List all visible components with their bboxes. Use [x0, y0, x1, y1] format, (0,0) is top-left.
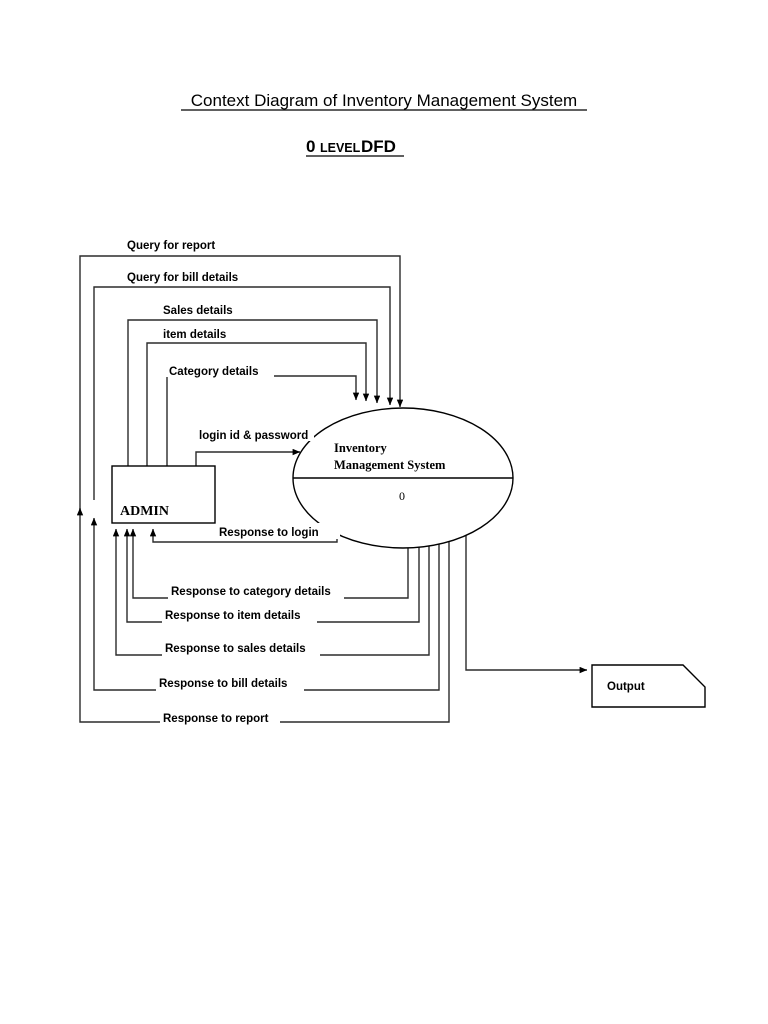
- flow-label-item-details: item details: [160, 325, 238, 341]
- flow-label-response-to-sales-text: Response to sales details: [165, 643, 306, 655]
- flow-label-response-to-login: Response to login: [216, 523, 340, 539]
- process-inventory-management-system[interactable]: Inventory Management System 0: [292, 407, 514, 549]
- flow-label-query-for-bill: Query for bill details: [124, 268, 254, 284]
- page-title: Context Diagram of Inventory Management …: [191, 91, 577, 110]
- flow-path-sales-details: [127, 319, 381, 466]
- flow-path-item-details: [146, 342, 370, 466]
- page-subtitle-group: 0 LEVEL DFD: [306, 137, 404, 157]
- page-title-group: Context Diagram of Inventory Management …: [181, 91, 587, 111]
- flow-path-login-id-password: [195, 448, 301, 466]
- flow-label-login-id-password: login id & password: [196, 426, 314, 442]
- flow-label-response-to-login-text: Response to login: [219, 527, 319, 539]
- subtitle-level-number: 0: [306, 137, 315, 156]
- flow-label-response-to-sales: Response to sales details: [162, 640, 320, 656]
- flow-label-response-to-item-text: Response to item details: [165, 610, 300, 622]
- flow-label-category-details: Category details: [166, 362, 274, 378]
- subtitle-level-word: LEVEL: [320, 141, 361, 155]
- flow-path-query-for-bill: [93, 286, 394, 500]
- entity-output-label: Output: [607, 681, 645, 693]
- process-number: 0: [399, 489, 405, 503]
- flow-label-response-to-report-text: Response to report: [163, 713, 269, 725]
- flow-path-query-for-report: [79, 255, 404, 510]
- flow-label-login-id-password-text: login id & password: [199, 430, 308, 442]
- flow-label-query-for-report: Query for report: [124, 236, 232, 252]
- flow-label-query-for-bill-text: Query for bill details: [127, 272, 238, 284]
- flow-label-response-to-item: Response to item details: [162, 607, 317, 623]
- entity-output-shape[interactable]: [591, 664, 706, 708]
- entity-admin[interactable]: ADMIN: [111, 465, 216, 524]
- flow-label-response-to-category-text: Response to category details: [171, 586, 331, 598]
- flow-label-response-to-bill-text: Response to bill details: [159, 678, 287, 690]
- flow-path-process-to-output: [465, 533, 588, 674]
- process-name-line1: Inventory: [334, 441, 388, 455]
- flow-label-response-to-report: Response to report: [160, 710, 280, 726]
- flow-label-item-details-text: item details: [163, 329, 226, 341]
- flow-label-sales-details-text: Sales details: [163, 305, 233, 317]
- entity-admin-box[interactable]: [111, 465, 216, 524]
- flow-label-category-details-text: Category details: [169, 366, 258, 378]
- flow-label-response-to-bill: Response to bill details: [156, 675, 304, 691]
- flow-label-response-to-category: Response to category details: [168, 583, 344, 599]
- entity-admin-label: ADMIN: [120, 504, 169, 519]
- process-name-line2: Management System: [334, 458, 446, 472]
- entity-output[interactable]: Output: [591, 664, 706, 708]
- flow-label-query-for-report-text: Query for report: [127, 240, 215, 252]
- flow-label-sales-details: Sales details: [160, 301, 245, 317]
- subtitle-dfd: DFD: [361, 137, 396, 156]
